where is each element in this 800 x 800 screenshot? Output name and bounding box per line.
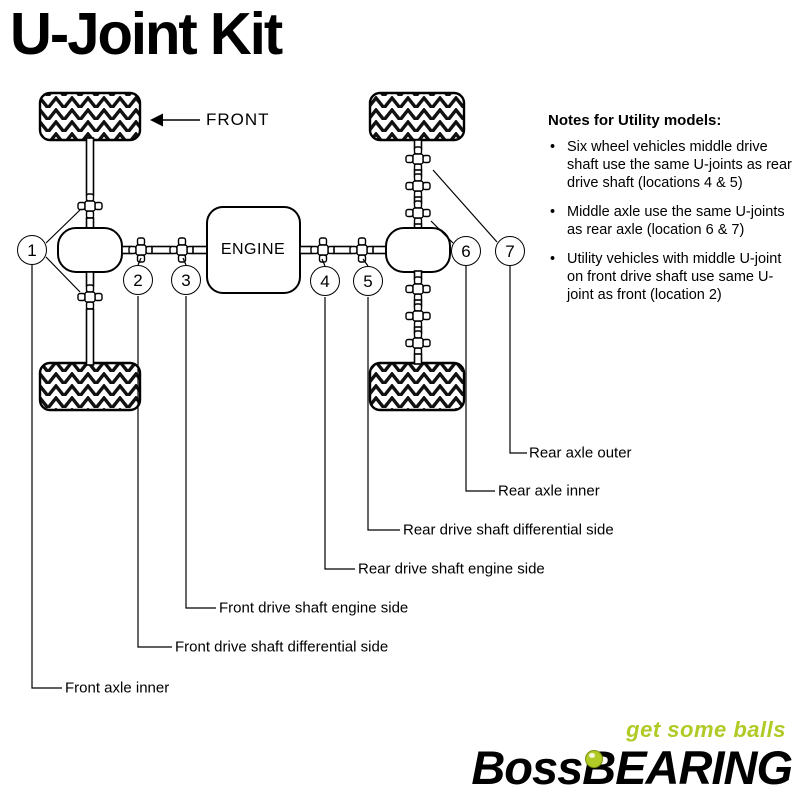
bullet-icon: • — [550, 139, 556, 155]
page-title: U-Joint Kit — [10, 1, 283, 68]
rear-axle-inner-ujoint — [405, 200, 431, 226]
callout-label-front-driveshaft-diff: Front drive shaft differential side — [175, 638, 389, 656]
engine-label: ENGINE — [220, 241, 286, 258]
front-drive-shaft — [121, 237, 209, 263]
callout-label-rear-driveshaft-engine: Rear drive shaft engine side — [358, 560, 545, 578]
logo-brand-bearing-wrap: BEARING — [582, 740, 793, 794]
location-circle-2: 2 — [123, 265, 153, 295]
notes-panel: Notes for Utility models: • Six wheel ve… — [548, 112, 796, 315]
callout-label-rear-driveshaft-diff: Rear drive shaft differential side — [403, 521, 614, 539]
rear-axle — [385, 139, 451, 365]
front-axle-upper-ujoint — [77, 193, 103, 219]
tire-rear-left — [368, 91, 466, 142]
rear-drive-shaft — [299, 237, 388, 263]
tire-front-right — [38, 361, 142, 412]
tire-front-left — [38, 91, 142, 142]
location-circle-1: 1 — [17, 235, 47, 265]
note-item: • Six wheel vehicles middle drive shaft … — [548, 138, 796, 192]
rear-differential — [385, 227, 451, 273]
note-item: • Utility vehicles with middle U-joint o… — [548, 250, 796, 304]
note-text: Six wheel vehicles middle drive shaft us… — [567, 139, 792, 191]
boss-bearing-logo: get some balls Boss BEARING — [471, 716, 793, 794]
location-circle-5: 5 — [353, 266, 383, 296]
callout-label-rear-axle-outer: Rear axle outer — [529, 444, 632, 462]
note-text: Middle axle use the same U-joints as rea… — [567, 204, 785, 238]
rear-driveshaft-engine-ujoint — [310, 237, 336, 263]
location-circle-7: 7 — [495, 236, 525, 266]
bullet-icon: • — [550, 251, 556, 267]
rear-axle-lower-outer-ujoint — [405, 330, 431, 356]
rear-axle-outer-ujoint — [405, 146, 431, 172]
location-circle-3: 3 — [171, 265, 201, 295]
callout-label-rear-axle-inner: Rear axle inner — [498, 482, 600, 500]
logo-brand-boss: Boss — [471, 740, 583, 794]
pointer-lines — [45, 169, 498, 293]
front-axle — [57, 137, 123, 366]
callout-label-front-driveshaft-engine: Front drive shaft engine side — [219, 599, 409, 617]
callout-label-front-axle-inner: Front axle inner — [65, 679, 170, 697]
tire-rear-right — [368, 361, 466, 412]
logo-tagline: get some balls — [626, 716, 786, 742]
logo-brand-bearing: BEARING — [582, 740, 793, 794]
location-circle-6: 6 — [451, 236, 481, 266]
front-differential — [57, 227, 123, 273]
logo-brand: Boss BEARING — [471, 740, 793, 794]
rear-axle-lower-inner-ujoint — [405, 276, 431, 302]
note-text: Utility vehicles with middle U-joint on … — [567, 251, 782, 303]
front-label: FRONT — [206, 110, 270, 129]
front-arrow — [150, 113, 200, 127]
front-axle-lower-ujoint — [77, 284, 103, 310]
front-driveshaft-engine-ujoint — [169, 237, 195, 263]
note-item: • Middle axle use the same U-joints as r… — [548, 203, 796, 239]
notes-title: Notes for Utility models: — [548, 112, 722, 129]
bullet-icon: • — [550, 204, 556, 220]
ball-icon — [585, 749, 604, 768]
location-circle-4: 4 — [310, 266, 340, 296]
rear-axle-lower-middle-ujoint — [405, 303, 431, 329]
callout-leader-lines — [31, 265, 527, 689]
rear-driveshaft-diff-ujoint — [349, 237, 375, 263]
rear-axle-middle-ujoint — [405, 173, 431, 199]
